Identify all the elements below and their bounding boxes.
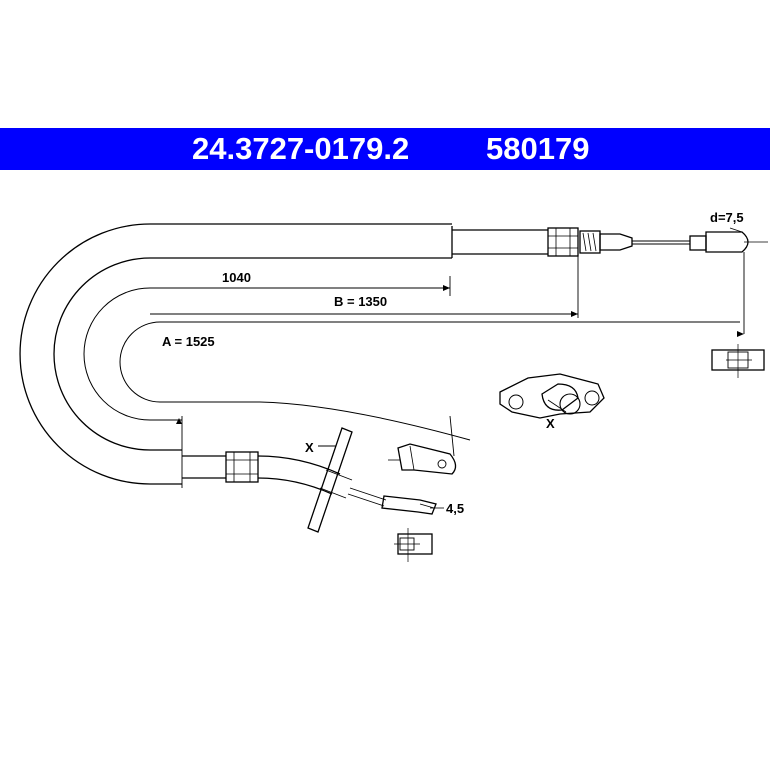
cable-sheath-outer: [19, 223, 452, 485]
dimension-b: B = 1350: [334, 294, 387, 309]
dimension-d: d=7,5: [710, 210, 744, 225]
dim-d-leader: [729, 227, 743, 233]
lower-sleeve: [182, 455, 226, 479]
bracket-detail: [499, 373, 605, 419]
detail-label-x: X: [546, 416, 555, 431]
title-banner: 24.3727-0179.2 580179: [0, 128, 770, 170]
part-number: 24.3727-0179.2: [192, 131, 410, 166]
upper-ferrule: [547, 227, 579, 257]
dimension-1040: 1040: [222, 270, 251, 285]
lower-ferrule: [225, 451, 259, 483]
clevis-dim-leader: [449, 415, 455, 457]
dim-line-1350: [150, 256, 579, 318]
cable-guide-line-2: [119, 321, 740, 441]
upper-nipple-base: [689, 235, 707, 251]
upper-nipple: [705, 231, 749, 253]
upper-sleeve: [451, 226, 548, 258]
lower-pin-end: [381, 495, 437, 515]
upper-taper: [599, 233, 633, 251]
lower-bent-tube: [257, 455, 341, 495]
dimension-a: A = 1525: [162, 334, 215, 349]
lower-wire: [347, 487, 387, 507]
cable-sheath-inner: [53, 257, 452, 451]
detail-marker-x: X: [305, 440, 314, 455]
dim-line-1040: [150, 276, 451, 296]
clevis-end: [397, 443, 457, 475]
upper-wire: [632, 240, 690, 245]
cable-guide-line-1: [83, 287, 450, 421]
bracket-plate: [307, 427, 353, 533]
dimension-pin: 4,5: [446, 501, 464, 516]
reference-number: 580179: [486, 131, 590, 166]
